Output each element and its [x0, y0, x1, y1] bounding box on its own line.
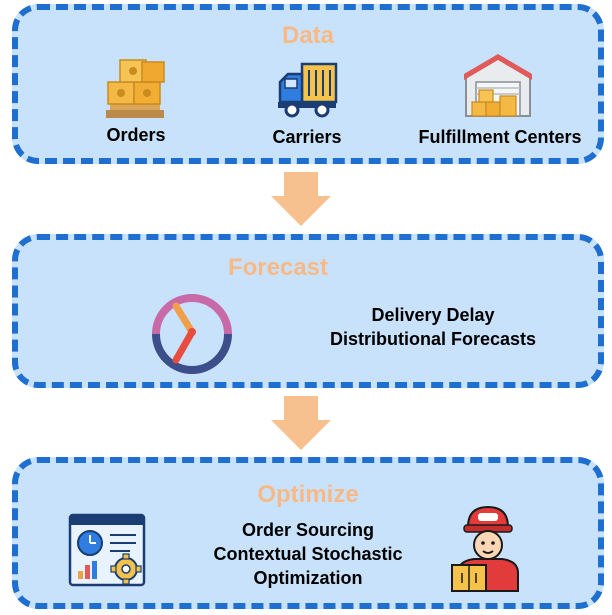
- optimize-line-3: Optimization: [253, 568, 363, 588]
- clock-gauge-icon: [152, 294, 232, 374]
- optimize-stage-title: Optimize: [257, 481, 359, 508]
- data-stage-title: Data: [281, 22, 335, 49]
- optimize-line-1: Order Sourcing: [241, 520, 375, 540]
- optimize-line-2: Contextual Stochastic: [213, 544, 403, 564]
- forecast-line-1: Delivery Delay: [371, 305, 495, 325]
- truck-icon: [278, 62, 338, 118]
- forecast-stage: Forecast Delivery Delay Distributional F…: [12, 234, 604, 388]
- fulfillment-centers-label: Fulfillment Centers: [418, 127, 582, 147]
- boxes-pallet-icon: [106, 59, 165, 118]
- data-stage: Data Orders Carriers Ful: [12, 4, 604, 164]
- orders-label: Orders: [106, 125, 166, 145]
- forecast-line-2: Distributional Forecasts: [329, 329, 537, 349]
- dashboard-gear-icon: [68, 513, 146, 587]
- carriers-label: Carriers: [272, 127, 342, 147]
- delivery-worker-icon: [451, 505, 519, 592]
- forecast-stage-title: Forecast: [227, 254, 329, 281]
- optimize-stage: Optimize Order Sourcing Contextual Stoch…: [12, 457, 604, 609]
- warehouse-icon: [464, 54, 532, 117]
